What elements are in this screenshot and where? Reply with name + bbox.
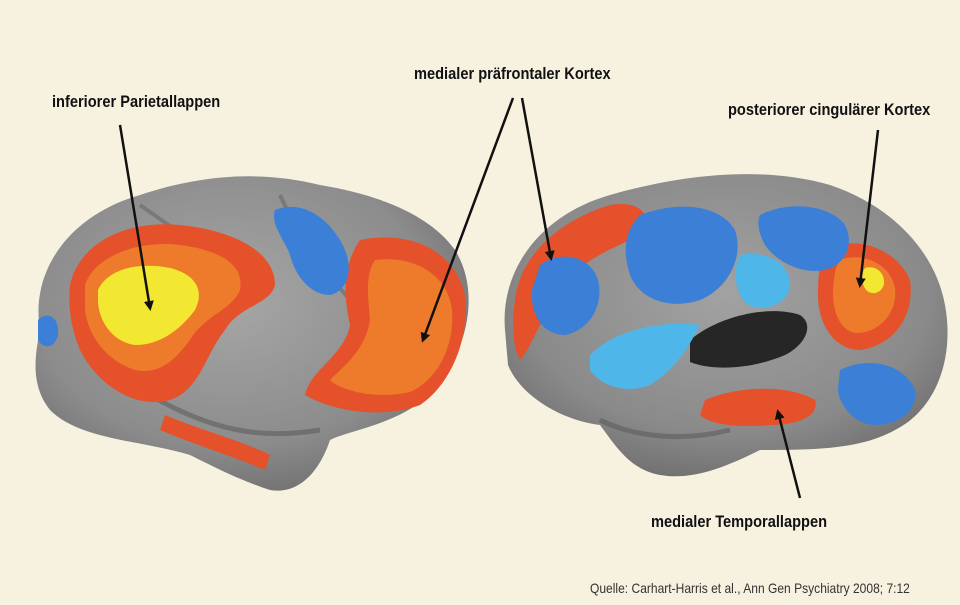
label-medial-temporal: medialer Temporallappen bbox=[651, 512, 827, 532]
label-posterior-cingulate: posteriorer cingulärer Kortex bbox=[728, 100, 930, 120]
label-medial-prefrontal: medialer präfrontaler Kortex bbox=[414, 64, 611, 84]
left-hemisphere bbox=[36, 176, 469, 490]
right-hemisphere bbox=[505, 174, 948, 476]
arrow-mpfc-right bbox=[522, 98, 551, 258]
source-citation: Quelle: Carhart-Harris et al., Ann Gen P… bbox=[590, 580, 910, 596]
label-inferior-parietal: inferiorer Parietallappen bbox=[52, 92, 220, 112]
